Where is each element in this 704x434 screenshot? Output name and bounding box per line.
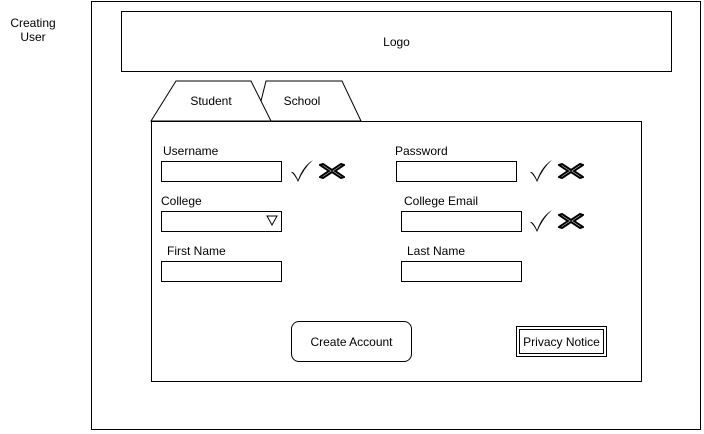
triangle-down-icon[interactable]: [266, 214, 278, 226]
username-input[interactable]: [161, 161, 282, 182]
username-label: Username: [163, 144, 219, 158]
privacy-notice-inner: Privacy Notice: [519, 329, 604, 354]
tab-school-label[interactable]: School: [283, 94, 321, 108]
privacy-notice-button[interactable]: Privacy Notice: [516, 326, 607, 357]
last-name-input[interactable]: [401, 261, 522, 282]
create-account-button[interactable]: Create Account: [291, 321, 412, 362]
cross-icon: [319, 163, 345, 179]
check-icon: [291, 160, 313, 182]
logo-box: Logo: [121, 11, 672, 72]
password-label: Password: [395, 144, 448, 158]
check-icon: [530, 160, 552, 182]
cross-icon: [558, 163, 584, 179]
logo-label: Logo: [383, 34, 410, 49]
create-account-label: Create Account: [310, 334, 393, 349]
college-label: College: [161, 194, 202, 208]
college-email-label: College Email: [404, 194, 479, 208]
caption-line-1: Creating: [10, 16, 56, 30]
cross-icon: [558, 213, 584, 229]
last-name-label: Last Name: [407, 244, 466, 258]
password-input[interactable]: [396, 161, 517, 182]
tab-student-label[interactable]: Student: [190, 94, 232, 108]
first-name-input[interactable]: [161, 261, 282, 282]
window-frame: [91, 1, 701, 430]
college-select[interactable]: [161, 211, 282, 232]
page-caption: Creating User: [0, 16, 66, 44]
first-name-label: First Name: [167, 244, 226, 258]
privacy-notice-label: Privacy Notice: [523, 334, 600, 349]
check-icon: [530, 210, 552, 232]
caption-line-2: User: [20, 30, 46, 44]
college-email-input[interactable]: [401, 211, 522, 232]
